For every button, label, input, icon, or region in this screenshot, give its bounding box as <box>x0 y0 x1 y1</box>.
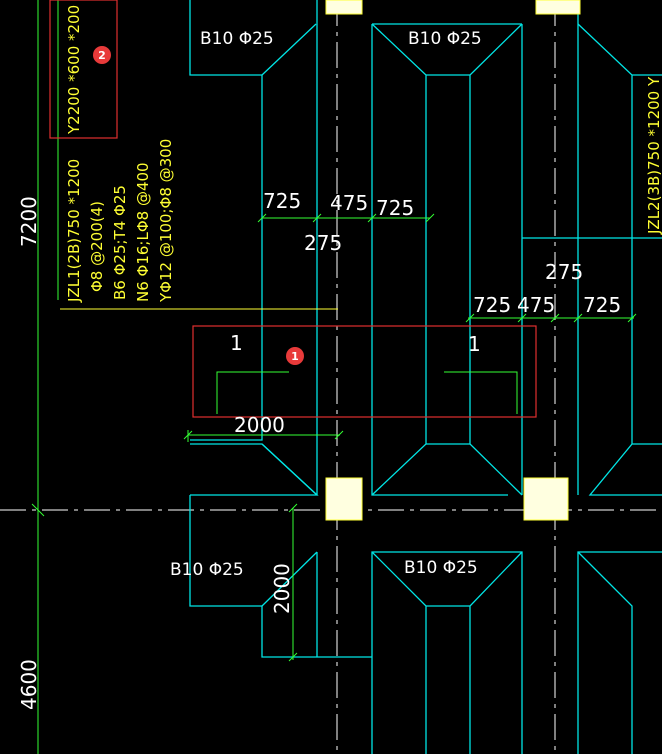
dim-text-2000-vertical: 2000 <box>270 563 294 614</box>
column-center-left[interactable] <box>325 477 363 521</box>
section-mark-right-number: 1 <box>468 332 481 356</box>
beam-taper-upper-mid-left <box>371 23 427 496</box>
column-top-left[interactable] <box>325 0 363 15</box>
annotation-beam-size-top: Y2200 *600 *200 <box>65 5 83 135</box>
section-mark-left-bracket <box>216 371 289 414</box>
marker-1[interactable]: 1 <box>286 347 304 365</box>
column-top-right[interactable] <box>535 0 581 15</box>
highlight-boxes <box>49 0 537 418</box>
dim-tick-10 <box>183 430 193 440</box>
marker-2-circle <box>93 46 111 64</box>
highlight-box-2[interactable] <box>49 0 118 139</box>
dim-text-725-left: 725 <box>263 189 301 213</box>
dim-tick-13 <box>288 652 298 662</box>
dim-text-275-right: 275 <box>545 260 583 284</box>
dim-tick-5 <box>465 313 475 323</box>
dim-tick-12 <box>288 503 298 513</box>
dim-text-725-right-b: 725 <box>583 293 621 317</box>
jzl1-annotation: Y2200 *600 *200 JZL1(2B)750 *1200 Φ8 @20… <box>65 5 175 303</box>
dim-tick-4 <box>425 213 435 223</box>
dim-tick-left <box>31 503 45 517</box>
section-mark-right-bracket <box>444 371 518 414</box>
beam-taper-lower-right <box>577 551 633 754</box>
dim-text-275-top: 275 <box>304 231 342 255</box>
beam-taper-line <box>261 443 318 496</box>
marker-1-number: 1 <box>291 350 299 363</box>
annotation-jzl2: JZL2(3B)750 *1200 Y <box>645 76 662 235</box>
annotation-jzl1-line2: Φ8 @200(4) <box>88 201 106 292</box>
dim-tick-9 <box>627 313 637 323</box>
dim-text-475-top: 475 <box>330 191 368 215</box>
dim-tick-8 <box>573 313 583 323</box>
dim-tick-1 <box>257 213 267 223</box>
annotation-jzl1-line1: JZL1(2B)750 *1200 <box>65 159 83 303</box>
annotation-jzl1-line5: YΦ12 @100;Φ8 @300 <box>157 139 175 303</box>
column-center-right[interactable] <box>523 477 569 521</box>
beam-label-bottom-left: B10 Φ25 <box>170 560 244 580</box>
dim-text-475-right: 475 <box>517 293 555 317</box>
beam-taper-upper-mid-right <box>469 23 523 496</box>
dimension-lines <box>31 0 637 754</box>
beam-taper-upper-left-top <box>261 23 317 76</box>
marker-2[interactable]: 2 <box>93 46 111 64</box>
beam-label-top-left: B10 Φ25 <box>200 29 274 49</box>
marker-1-circle <box>286 347 304 365</box>
dim-text-7200: 7200 <box>17 196 41 247</box>
beam-taper-lower-left <box>261 551 318 607</box>
dim-tick-7 <box>550 313 560 323</box>
dim-text-725-mid: 725 <box>376 196 414 220</box>
dim-tick-2 <box>312 213 322 223</box>
beam-label-top-mid: B10 Φ25 <box>408 29 482 49</box>
beam-outline-lower-mid <box>371 551 523 754</box>
dim-tick-3 <box>367 213 377 223</box>
beam-label-bottom-mid: B10 Φ25 <box>404 558 478 578</box>
section-mark-left-number: 1 <box>230 331 243 355</box>
dim-tick-6 <box>517 313 527 323</box>
annotation-jzl1-line4: N6 Φ16;LΦ8 @400 <box>134 162 152 302</box>
columns <box>325 0 581 521</box>
dim-tick-11 <box>334 430 344 440</box>
dim-text-2000-horizontal: 2000 <box>234 413 285 437</box>
annotation-jzl1-line3: B6 Φ25;T4 Φ25 <box>111 185 129 300</box>
dim-text-725-right-a: 725 <box>473 293 511 317</box>
highlight-box-1[interactable] <box>192 325 537 418</box>
dim-text-4600: 4600 <box>17 659 41 710</box>
beam-outlines <box>189 0 662 754</box>
marker-2-number: 2 <box>98 49 106 62</box>
